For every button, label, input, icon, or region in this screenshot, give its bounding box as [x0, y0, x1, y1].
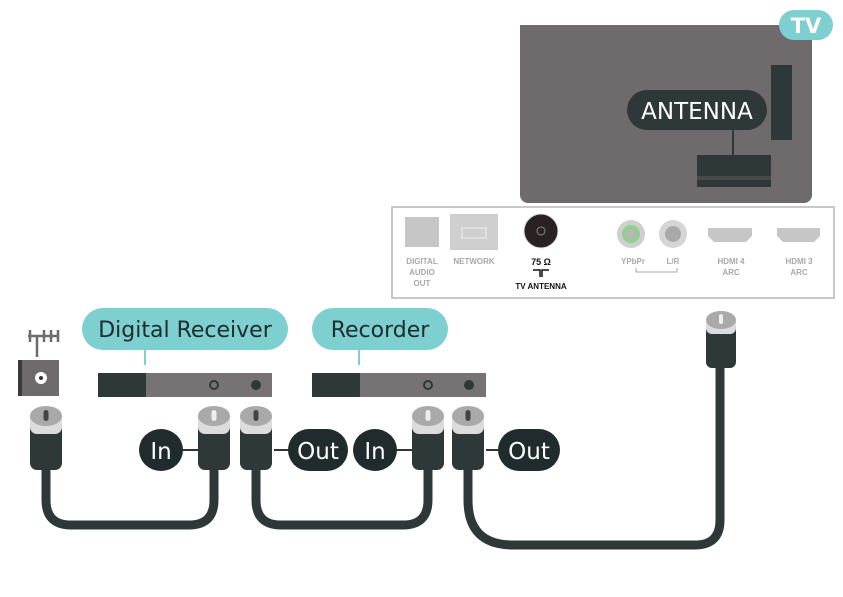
tv-back-panel: ANTENNA [520, 25, 812, 203]
tv-badge-label: TV [791, 14, 822, 38]
port-label-network: NETWORK [453, 257, 495, 266]
coax-plug-receiver-in [198, 406, 230, 470]
wall-socket-icon [18, 360, 59, 396]
port-label-lr: L/R [667, 257, 680, 266]
coax-plug-recorder-in [412, 406, 444, 470]
badge-in-recorder: In [353, 429, 412, 471]
connector-panel: DIGITAL AUDIO OUT NETWORK 75 Ω TV ANTENN… [391, 206, 835, 299]
digital-receiver-label: Digital Receiver [82, 308, 288, 365]
badge-out-receiver: Out [274, 429, 348, 471]
port-label-audio: AUDIO [409, 268, 435, 277]
digital-audio-port-icon [405, 217, 439, 247]
hdmi4-port-icon [708, 228, 752, 242]
port-label-tv-antenna: TV ANTENNA [515, 282, 566, 291]
port-label-hdmi3: HDMI 3 [785, 257, 813, 266]
port-label-hdmi3-arc: ARC [790, 268, 808, 277]
badge-in-receiver: In [139, 429, 198, 471]
coax-symbol-icon [533, 269, 549, 277]
port-label-hdmi4-arc: ARC [722, 268, 740, 277]
coax-plug-recorder-out [452, 406, 484, 470]
coax-cables [41, 365, 725, 550]
coax-plugs [30, 406, 484, 470]
coax-plug-tv [706, 311, 736, 368]
cable-antenna-to-receiver [41, 468, 219, 530]
badge-out-text: Out [508, 439, 550, 465]
antenna-label-pill [627, 90, 767, 130]
digital-receiver-device [98, 373, 272, 397]
port-label-75-ohm: 75 Ω [531, 257, 551, 267]
port-label-hdmi4: HDMI 4 [717, 257, 745, 266]
badge-in-text: In [364, 439, 385, 465]
coax-plug-receiver-out [240, 406, 272, 470]
recorder-label: Recorder [312, 308, 448, 365]
port-label-out: OUT [414, 279, 431, 288]
cable-receiver-to-recorder [251, 468, 433, 530]
recorder-text: Recorder [331, 318, 431, 343]
network-port-icon [450, 214, 498, 250]
port-label-ypbpr: YPbPr [621, 257, 645, 266]
badge-in-text: In [150, 439, 171, 465]
antenna-port-icon [523, 213, 559, 249]
coax-plug-antenna [30, 406, 62, 470]
cable-recorder-to-tv [463, 365, 725, 550]
port-label-digital: DIGITAL [406, 257, 438, 266]
digital-receiver-text: Digital Receiver [98, 318, 272, 343]
antenna-label: ANTENNA [641, 99, 753, 125]
hdmi3-port-icon [777, 228, 820, 242]
antenna-icon [28, 330, 60, 357]
badge-out-recorder: Out [486, 429, 560, 471]
tv-badge: TV [779, 10, 833, 40]
recorder-device [312, 373, 486, 397]
badge-out-text: Out [297, 439, 339, 465]
